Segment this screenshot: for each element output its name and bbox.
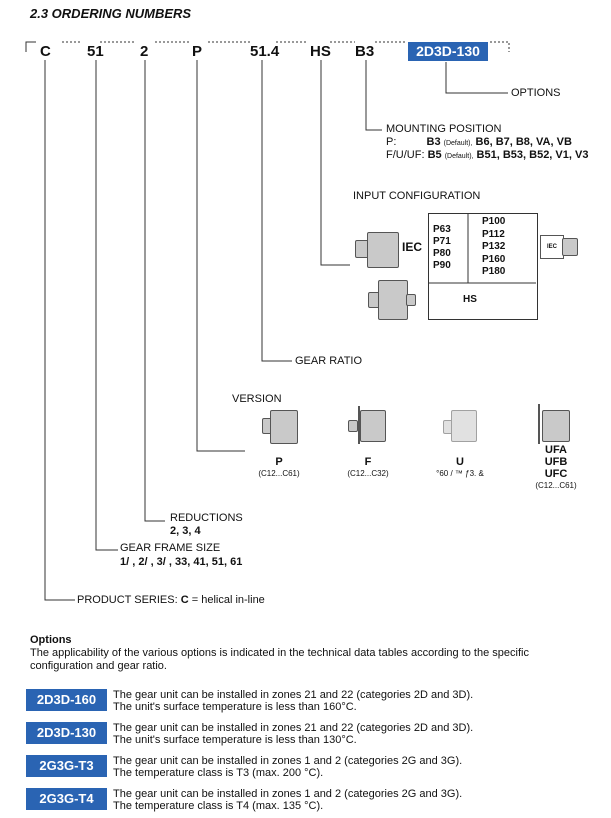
- version-p-image: [262, 408, 298, 444]
- version-p-name: P: [275, 456, 283, 468]
- version-uf-sub: (C12...C61): [535, 481, 577, 490]
- mounting-fu-line: F/U/UF: B5 (Default), B51, B53, B52, V1,…: [386, 149, 588, 161]
- gear-ratio-label: GEAR RATIO: [295, 355, 363, 367]
- mounting-title: MOUNTING POSITION: [386, 123, 502, 135]
- iec-p160: P160: [482, 253, 506, 265]
- version-u-sub: °60 / ™ ƒ3. &: [436, 469, 484, 478]
- version-uf-image: [536, 404, 576, 446]
- option-code-badge: 2D3D-160: [26, 689, 107, 711]
- options-heading: Options: [30, 634, 72, 646]
- mounting-p-default-note: (Default),: [443, 140, 473, 147]
- option-desc-line1: The gear unit can be installed in zones …: [113, 788, 463, 800]
- code-frame-size: 51: [87, 43, 104, 60]
- version-title: VERSION: [232, 393, 282, 405]
- reductions-values: 2, 3, 4: [170, 525, 201, 537]
- iec-motor-image: IEC: [540, 232, 580, 262]
- iec-p71: P71: [433, 236, 451, 247]
- hs-label: HS: [463, 294, 477, 305]
- code-input: HS: [310, 43, 331, 60]
- frame-size-title: GEAR FRAME SIZE: [120, 542, 221, 554]
- input-iec-gear-image: [355, 230, 403, 268]
- option-code-badge: 2G3G-T4: [26, 788, 107, 810]
- iec-p100: P100: [482, 216, 506, 227]
- reductions-title: REDUCTIONS: [170, 512, 243, 524]
- option-description: The gear unit can be installed in zones …: [113, 689, 473, 713]
- option-desc-line1: The gear unit can be installed in zones …: [113, 689, 474, 701]
- code-version: P: [192, 43, 203, 60]
- iec-p180: P180: [482, 266, 506, 277]
- product-series-suffix: = helical in-line: [191, 594, 265, 606]
- mounting-p-default: B3: [426, 136, 441, 148]
- iec-p80: P80: [433, 248, 451, 259]
- options-text-line1: The applicability of the various options…: [30, 647, 529, 659]
- iec-options-box: [428, 213, 538, 320]
- motor-badge: IEC: [540, 235, 564, 259]
- iec-p112: P112: [482, 228, 505, 240]
- option-code-badge: 2D3D-130: [26, 722, 107, 744]
- iec-p63: P63: [433, 224, 451, 235]
- option-desc-line1: The gear unit can be installed in zones …: [113, 722, 474, 734]
- version-u-image: [443, 410, 477, 442]
- code-mounting: B3: [355, 43, 375, 60]
- version-f-name: F: [364, 456, 372, 468]
- version-f-image: [348, 406, 388, 446]
- option-description: The gear unit can be installed in zones …: [113, 722, 473, 746]
- product-series-line: PRODUCT SERIES: C = helical in-line: [77, 594, 265, 606]
- option-description: The gear unit can be installed in zones …: [113, 788, 462, 812]
- options-text: The applicability of the various options…: [30, 647, 529, 673]
- option-desc-line1: The gear unit can be installed in zones …: [113, 755, 463, 767]
- mounting-fu-prefix: F/U/UF:: [386, 149, 425, 161]
- frame-size-values: 1/ , 2/ , 3/ , 33, 41, 51, 61: [120, 556, 243, 568]
- code-gear-ratio: 51.4: [250, 43, 280, 60]
- iec-small-list: P63 P71 P80 P90: [433, 224, 451, 272]
- iec-label: IEC: [402, 240, 423, 254]
- input-config-title: INPUT CONFIGURATION: [353, 190, 481, 202]
- mounting-p-rest: B6, B7, B8, VA, VB: [475, 136, 572, 148]
- version-u-name: U: [456, 456, 464, 468]
- option-desc-line2: The temperature class is T4 (max. 135 °C…: [113, 800, 324, 812]
- iec-large-list: P100 P112 P132 P160 P180: [482, 216, 505, 279]
- iec-p132: P132: [482, 241, 506, 252]
- product-series-value: C: [180, 594, 189, 606]
- version-p-sub: (C12...C61): [258, 469, 300, 478]
- mounting-fu-default: B5: [427, 149, 442, 161]
- code-options-badge: 2D3D-130: [408, 42, 488, 61]
- option-description: The gear unit can be installed in zones …: [113, 755, 462, 779]
- mounting-p-line: P: B3 (Default), B6, B7, B8, VA, VB: [386, 136, 572, 148]
- input-hs-gear-image: [368, 280, 416, 320]
- options-text-line2: configuration and gear ratio.: [30, 660, 167, 672]
- option-code-badge: 2G3G-T3: [26, 755, 107, 777]
- version-ufa: UFA: [545, 444, 567, 456]
- mounting-fu-rest: B51, B53, B52, V1, V3: [476, 149, 589, 161]
- mounting-fu-default-note: (Default),: [444, 153, 474, 160]
- mounting-p-prefix: P:: [386, 136, 397, 148]
- options-label: OPTIONS: [511, 87, 561, 99]
- option-desc-line2: The unit's surface temperature is less t…: [113, 701, 357, 713]
- option-desc-line2: The temperature class is T3 (max. 200 °C…: [113, 767, 324, 779]
- code-reductions: 2: [140, 43, 149, 60]
- version-uf-names: UFA UFB UFC: [538, 444, 574, 480]
- option-desc-line2: The unit's surface temperature is less t…: [113, 734, 357, 746]
- code-product-series: C: [40, 43, 51, 60]
- version-f-sub: (C12...C32): [347, 469, 389, 478]
- section-title: 2.3 ORDERING NUMBERS: [30, 6, 192, 21]
- version-ufc: UFC: [544, 468, 568, 480]
- iec-p90: P90: [433, 260, 451, 271]
- version-ufb: UFB: [544, 456, 568, 468]
- product-series-prefix: PRODUCT SERIES:: [77, 594, 178, 606]
